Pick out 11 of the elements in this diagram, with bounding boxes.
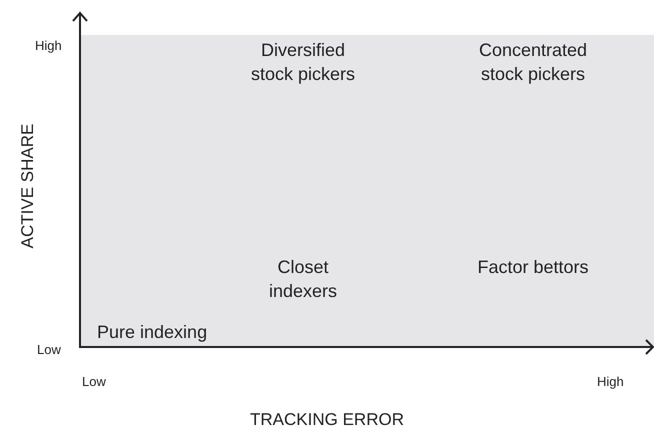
quadrant-label: Factor bettors xyxy=(476,256,590,279)
quadrant-label: Diversified stock pickers xyxy=(250,39,356,86)
axis-title: TRACKING ERROR xyxy=(250,410,404,430)
quadrant-label: Pure indexing xyxy=(97,322,208,343)
quadrant-label: Closet indexers xyxy=(268,256,338,303)
axis-tick-label: Low xyxy=(82,374,106,389)
axis-title: ACTIVE SHARE xyxy=(18,124,38,248)
quadrant-label: Concentrated stock pickers xyxy=(478,39,588,86)
axis-tick-label: Low xyxy=(37,342,61,357)
axis-tick-label: High xyxy=(597,374,624,389)
axis-tick-label: High xyxy=(35,38,62,53)
